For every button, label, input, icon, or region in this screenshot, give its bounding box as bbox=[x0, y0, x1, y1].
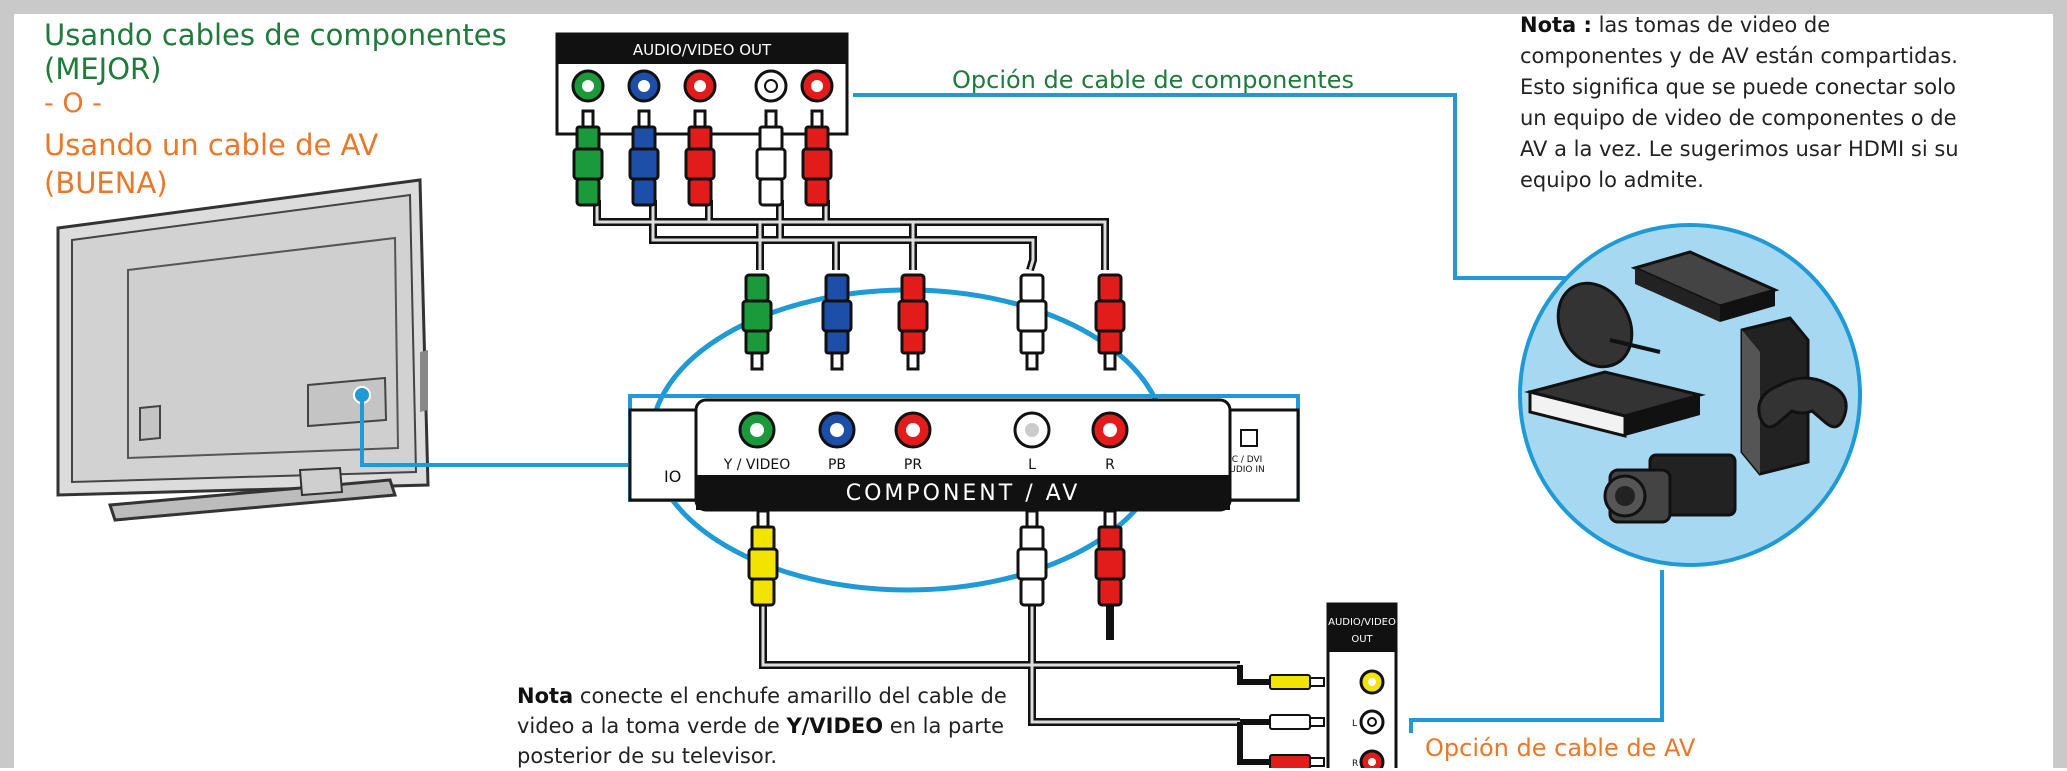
component-option-label: Opción de cable de componentes bbox=[952, 66, 1355, 94]
dvd-player-icon bbox=[1630, 250, 1780, 322]
camcorder-icon bbox=[1603, 453, 1737, 524]
shared-jacks-note: Nota : las tomas de video de componentes… bbox=[1520, 10, 1975, 196]
tv-jack-r: R bbox=[1105, 457, 1115, 473]
component-heading: Usando cables de componentes (MEJOR) bbox=[44, 18, 507, 86]
device-panel-header: AUDIO/VIDEO OUT bbox=[633, 41, 772, 59]
gamepad-icon bbox=[1757, 376, 1848, 429]
tv-back-illustration bbox=[56, 178, 430, 522]
av-device-jack-r: R bbox=[1352, 759, 1358, 768]
tv-jack-pb: PB bbox=[828, 457, 846, 473]
yellow-plug-note: Nota conecte el enchufe amarillo del cab… bbox=[517, 681, 1037, 771]
av-device-header-2: OUT bbox=[1351, 634, 1373, 645]
or-separator: - O - bbox=[44, 88, 102, 119]
note-top-bold: Nota : bbox=[1520, 13, 1592, 37]
tv-panel-left-fragment: IO bbox=[664, 467, 681, 486]
note-bottom-bold: Nota bbox=[517, 684, 574, 708]
note-bottom-text-2: en la parte posterior de su televisor. bbox=[517, 714, 1005, 768]
tv-panel-right-fragment-2: UDIO IN bbox=[1229, 465, 1265, 475]
av-device-jack-l: L bbox=[1352, 719, 1357, 729]
av-device-header-1: AUDIO/VIDEO bbox=[1328, 617, 1396, 628]
component-cables bbox=[593, 200, 1109, 272]
tv-panel-footer: COMPONENT / AV bbox=[846, 481, 1081, 506]
tv-panel-right-fragment-1: C / DVI bbox=[1232, 455, 1263, 465]
av-device-out-panel: AUDIO/VIDEO OUT L R bbox=[1326, 602, 1398, 768]
av-option-label: Opción de cable de AV bbox=[1425, 734, 1696, 762]
av-device-plugs bbox=[1237, 665, 1325, 768]
note-bottom-text-1: conecte el enchufe amarillo del cable de… bbox=[517, 684, 1007, 738]
tv-jack-l: L bbox=[1028, 457, 1036, 473]
cable-box-icon bbox=[1524, 370, 1706, 438]
note-bottom-bold-2: Y/VIDEO bbox=[786, 714, 884, 738]
note-top-text: las tomas de video de componentes y de A… bbox=[1520, 13, 1959, 192]
tv-jack-pr: PR bbox=[904, 457, 922, 473]
av-cables bbox=[759, 600, 1240, 726]
devices-bubble bbox=[1518, 223, 1862, 567]
satellite-dish-icon bbox=[1556, 281, 1661, 369]
tv-jack-yvideo: Y / VIDEO bbox=[723, 457, 791, 473]
av-heading: Usando un cable de AV (BUENA) bbox=[44, 128, 379, 200]
tv-component-av-panel: COMPONENT / AV Y / VIDEO PB PR L R IO C … bbox=[628, 398, 1300, 512]
